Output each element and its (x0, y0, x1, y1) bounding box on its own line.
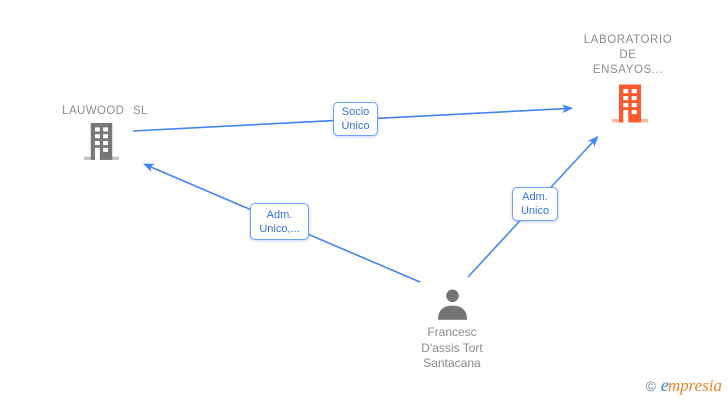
edge-label-line: Socio (341, 106, 370, 118)
edge-label-line: Único (341, 120, 370, 132)
building-icon (612, 84, 648, 123)
empresia-logo[interactable]: © empresia (646, 375, 722, 396)
edge-label-line: Unico (520, 205, 550, 217)
company-lauwood-name: LAUWOOD SL (62, 105, 148, 117)
brand-letter-e: e (660, 375, 669, 395)
edge-label-socio-unico: Socio Único (333, 102, 378, 136)
edge-label-line: Adm. (522, 191, 548, 203)
company-laboratorio-name: LABORATORIO DE ENSAYOS... (563, 33, 693, 78)
edge-label-line: Adm. (266, 208, 293, 221)
copyright-icon: © (645, 379, 656, 394)
person-name: Francesc D'assis Tort Santacana (392, 325, 512, 372)
building-icon (83, 123, 120, 160)
brand-rest: mpresia (667, 376, 722, 395)
node-person-francesc[interactable] (435, 288, 470, 327)
edge-label-adm-unico-left: Adm. Unico,... (250, 203, 309, 240)
person-name-line: Francesc (427, 325, 477, 339)
person-name-line: D'assis Tort (421, 340, 483, 355)
person-name-line: Santacana (423, 356, 481, 370)
edge-label-line: Unico,... (259, 222, 300, 235)
edge-label-adm-unico-right: Adm. Unico (512, 187, 558, 221)
person-icon (438, 289, 467, 320)
company-name-line: ENSAYOS... (592, 64, 664, 76)
brand-wordmark: empresia (661, 375, 722, 396)
node-company-lauwood[interactable] (83, 121, 120, 167)
company-name-line: LABORATORIO (583, 34, 673, 46)
node-company-laboratorio[interactable] (611, 83, 649, 129)
company-name-line: DE (619, 49, 637, 61)
